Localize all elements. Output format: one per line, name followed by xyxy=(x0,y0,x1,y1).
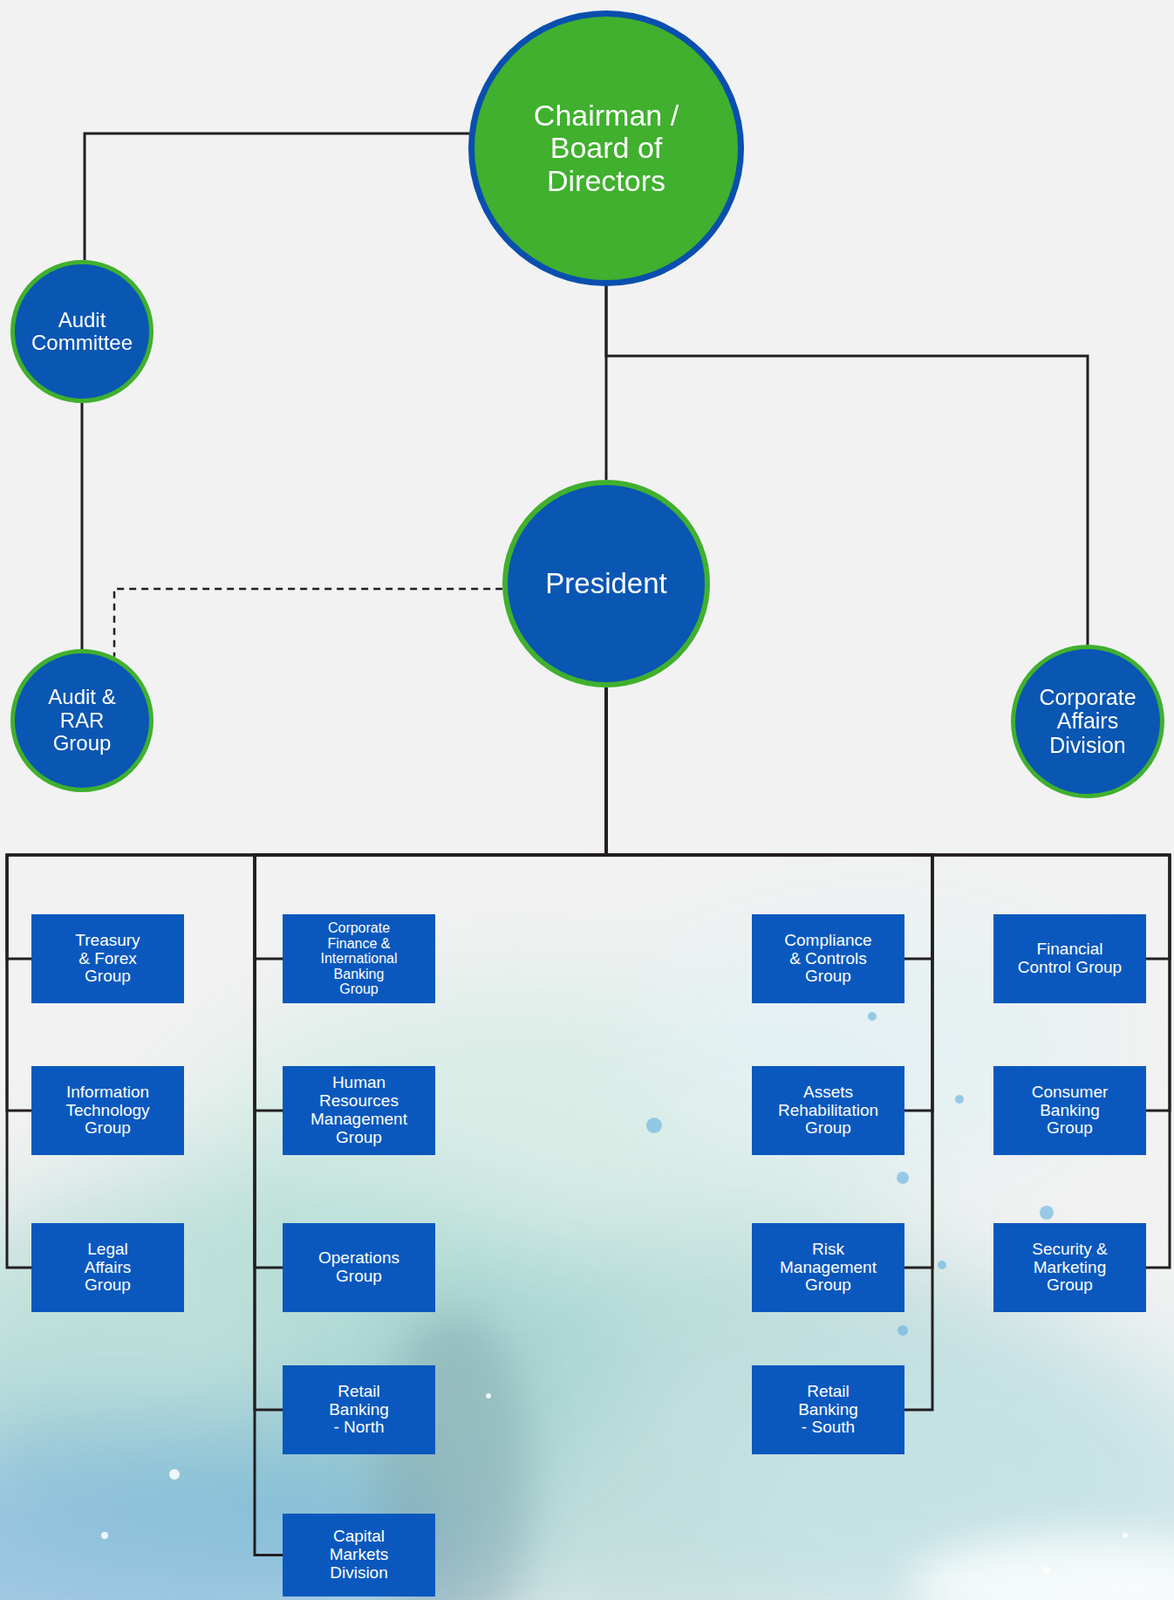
node-label: Financial Control Group xyxy=(1017,940,1123,977)
connector-line xyxy=(254,687,607,1410)
node-label: Retail Banking - North xyxy=(326,1382,393,1438)
org-box: Financial Control Group xyxy=(993,914,1147,1004)
node-label: President xyxy=(545,567,667,600)
org-box: Treasury & Forex Group xyxy=(31,914,185,1004)
node-label: Security & Marketing Group xyxy=(1017,1240,1123,1296)
node-label: Assets Rehabilitation Group xyxy=(773,1083,883,1139)
circle-shape xyxy=(471,13,742,284)
node-label: Human Resources Management Group xyxy=(307,1073,412,1147)
connector-line xyxy=(84,133,470,260)
org-circle: Chairman / Board of Directors xyxy=(468,10,744,287)
org-circle: Audit & RAR Group xyxy=(10,648,154,792)
connector-line xyxy=(606,687,933,1410)
node-label: Audit & RAR Group xyxy=(36,685,129,755)
connector-line xyxy=(254,687,607,1556)
org-box: Operations Group xyxy=(282,1222,436,1312)
org-box: Compliance & Controls Group xyxy=(751,914,905,1004)
org-box: Corporate Finance & International Bankin… xyxy=(282,914,436,1004)
node-label: Operations Group xyxy=(307,1249,412,1286)
node-label: Corporate Affairs Division xyxy=(1030,685,1145,758)
circle-shape xyxy=(13,651,152,791)
connector-line xyxy=(81,402,84,649)
org-circle: President xyxy=(502,479,710,688)
node-label: Consumer Banking Group xyxy=(1017,1083,1123,1139)
org-box: Capital Markets Division xyxy=(282,1513,436,1597)
node-label: Capital Markets Division xyxy=(307,1527,412,1583)
org-box: Assets Rehabilitation Group xyxy=(751,1065,905,1155)
node-label: Treasury & Forex Group xyxy=(68,931,148,987)
node-label: Corporate Finance & International Bankin… xyxy=(315,920,403,997)
org-circle: Corporate Affairs Division xyxy=(1010,644,1165,799)
org-box: Risk Management Group xyxy=(751,1222,905,1312)
org-box: Consumer Banking Group xyxy=(993,1065,1147,1155)
dashed-connector xyxy=(114,588,503,657)
org-box: Retail Banking - North xyxy=(282,1365,436,1454)
connector-line xyxy=(606,687,933,1268)
node-label: Legal Affairs Group xyxy=(73,1240,144,1296)
circle-shape xyxy=(13,262,152,402)
connector-line xyxy=(254,687,607,1111)
connector-line xyxy=(606,687,933,1111)
org-box: Information Technology Group xyxy=(31,1065,185,1155)
node-label: Compliance & Controls Group xyxy=(782,931,874,987)
node-label: Audit Committee xyxy=(25,308,139,355)
org-box: Legal Affairs Group xyxy=(31,1222,185,1312)
org-circle: Audit Committee xyxy=(10,259,154,403)
connector-line xyxy=(254,687,607,1268)
circle-shape xyxy=(1013,647,1163,797)
node-label: Risk Management Group xyxy=(776,1240,881,1296)
node-label: Retail Banking - South xyxy=(795,1382,862,1438)
circle-shape xyxy=(505,482,708,685)
node-label: Chairman / Board of Directors xyxy=(525,99,688,198)
org-box: Security & Marketing Group xyxy=(993,1222,1147,1312)
node-label: Information Technology Group xyxy=(55,1083,161,1139)
org-box: Retail Banking - South xyxy=(751,1365,905,1454)
org-box: Human Resources Management Group xyxy=(282,1065,436,1155)
